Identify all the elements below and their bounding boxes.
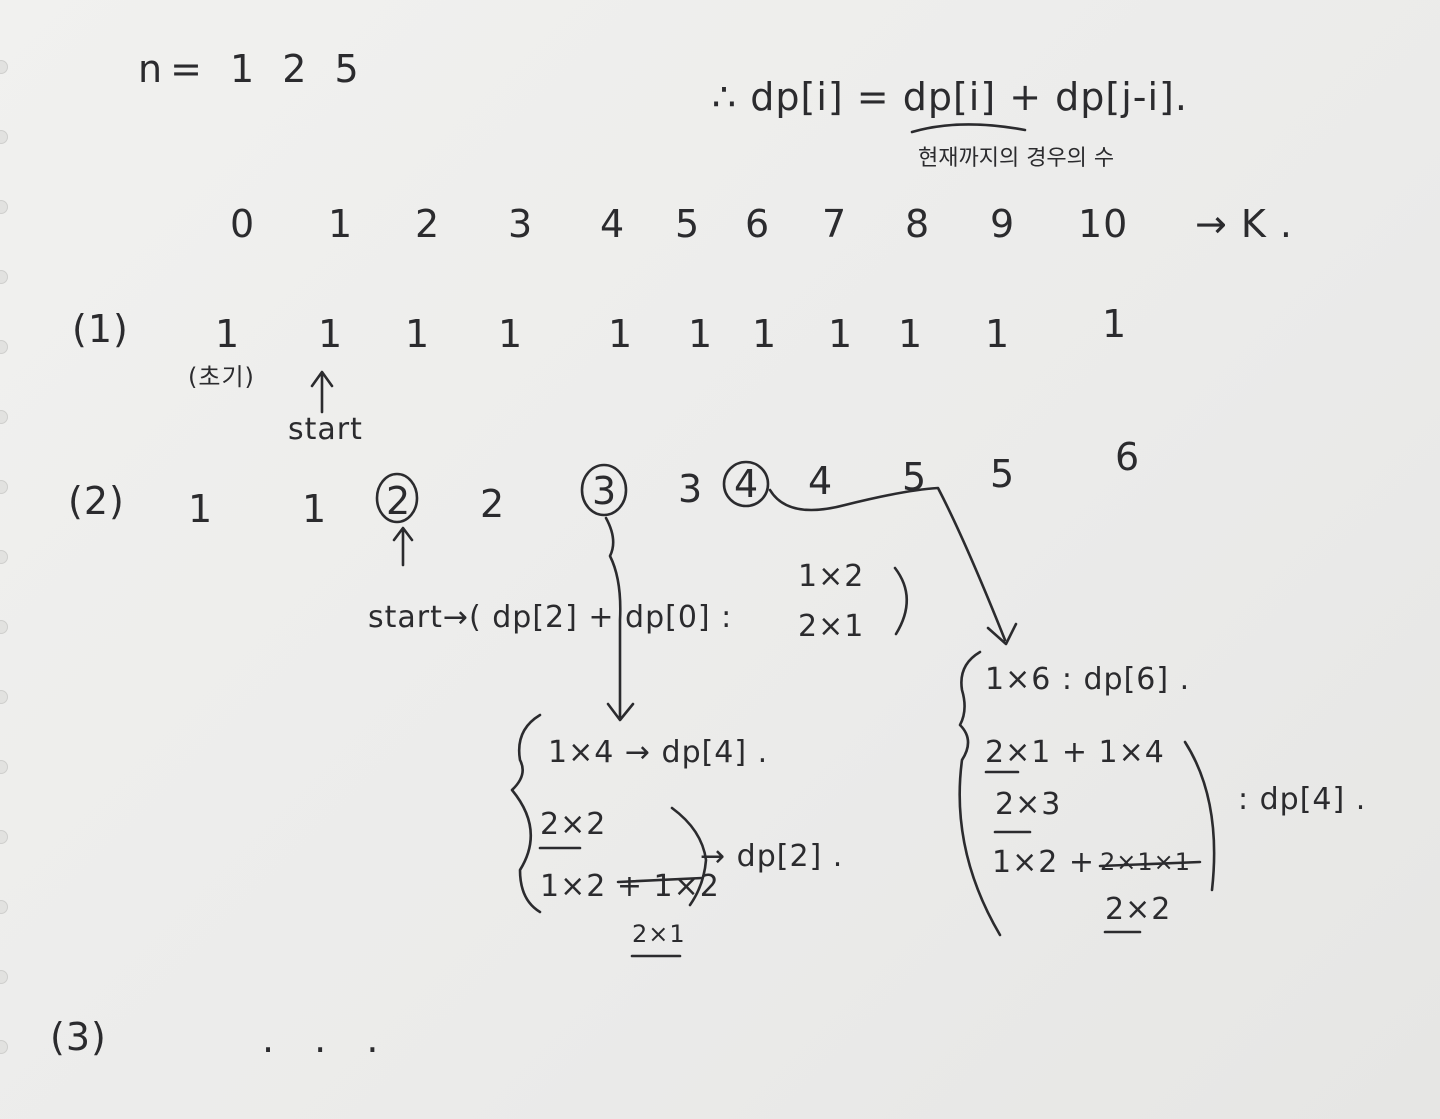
row-value: 1 (498, 312, 524, 356)
row-value-circled: 2 (386, 479, 412, 523)
index-number: 9 (990, 202, 1016, 246)
group-b-result: : dp[4] . (1238, 782, 1367, 817)
ellipsis: . . . (262, 1017, 393, 1061)
recurrence-formula: ∴ dp[i] = dp[i] + dp[j-i]. (712, 75, 1188, 119)
row-value: 3 (678, 467, 704, 511)
row-value-circled: 3 (592, 469, 618, 513)
index-number: 4 (600, 202, 626, 246)
n-values: n= 1 2 5 (138, 47, 367, 91)
group-b-line2: 2×1 + 1×4 (985, 735, 1165, 770)
row-value: 1 (828, 312, 854, 356)
row-value: 1 (215, 312, 241, 356)
combo-a: 1×2 (798, 559, 865, 594)
row-value: 1 (898, 312, 924, 356)
row-value-circled: 4 (734, 462, 760, 506)
row-value: 5 (902, 455, 928, 499)
index-number: 8 (905, 202, 931, 246)
index-number: 5 (675, 202, 701, 246)
row-value: 1 (608, 312, 634, 356)
start-arrow-up-row1 (310, 370, 334, 414)
row-value: 1 (405, 312, 431, 356)
index-number: 1 (328, 202, 354, 246)
group-a-line2: 2×2 (540, 807, 607, 842)
combo-b: 2×1 (798, 609, 865, 644)
row-value: 5 (990, 452, 1016, 496)
index-number: 6 (745, 202, 771, 246)
group-b-line3: 2×3 (995, 787, 1062, 822)
group-a-line3: 1×2 + 1×2 (540, 869, 720, 904)
row-value: 6 (1115, 435, 1141, 479)
formula-underbrace (910, 123, 1027, 134)
group-b-line4-fix: 2×2 (1105, 892, 1172, 927)
index-number: 0 (230, 202, 256, 246)
row-label: (2) (68, 479, 125, 523)
init-note: (초기) (188, 363, 255, 391)
row-value: 1 (318, 312, 344, 356)
start-line: start→( dp[2] + dp[0] : (368, 600, 733, 635)
row-value: 4 (808, 459, 834, 503)
group-a-line1: 1×4 → dp[4] . (548, 735, 769, 770)
index-number: 10 (1078, 202, 1129, 246)
row-value: 1 (1102, 302, 1128, 346)
row-value: 2 (480, 482, 506, 526)
group-a-result: → dp[2] . (700, 839, 844, 874)
row-label: (3) (50, 1015, 107, 1059)
group-b-line4-struck: 2×1×1 (1100, 848, 1192, 876)
start-label: start (288, 412, 363, 447)
row-value: 1 (302, 487, 328, 531)
group-a-line3-fix: 2×1 (632, 920, 686, 948)
row-label: (1) (72, 307, 129, 351)
index-number: 2 (415, 202, 441, 246)
row-value: 1 (752, 312, 778, 356)
arrow-k-label: → K . (1195, 202, 1293, 246)
formula-note: 현재까지의 경우의 수 (918, 146, 1115, 171)
index-number: 3 (508, 202, 534, 246)
row-value: 1 (985, 312, 1011, 356)
row-value: 1 (188, 487, 214, 531)
paren-right (893, 566, 908, 636)
group-b-line4-prefix: 1×2 + (992, 845, 1095, 880)
brace-group-a (510, 713, 542, 914)
index-number: 7 (822, 202, 848, 246)
start-arrow-up-row2 (392, 526, 414, 567)
group-b-line1: 1×6 : dp[6] . (985, 662, 1191, 697)
row-value: 1 (688, 312, 714, 356)
